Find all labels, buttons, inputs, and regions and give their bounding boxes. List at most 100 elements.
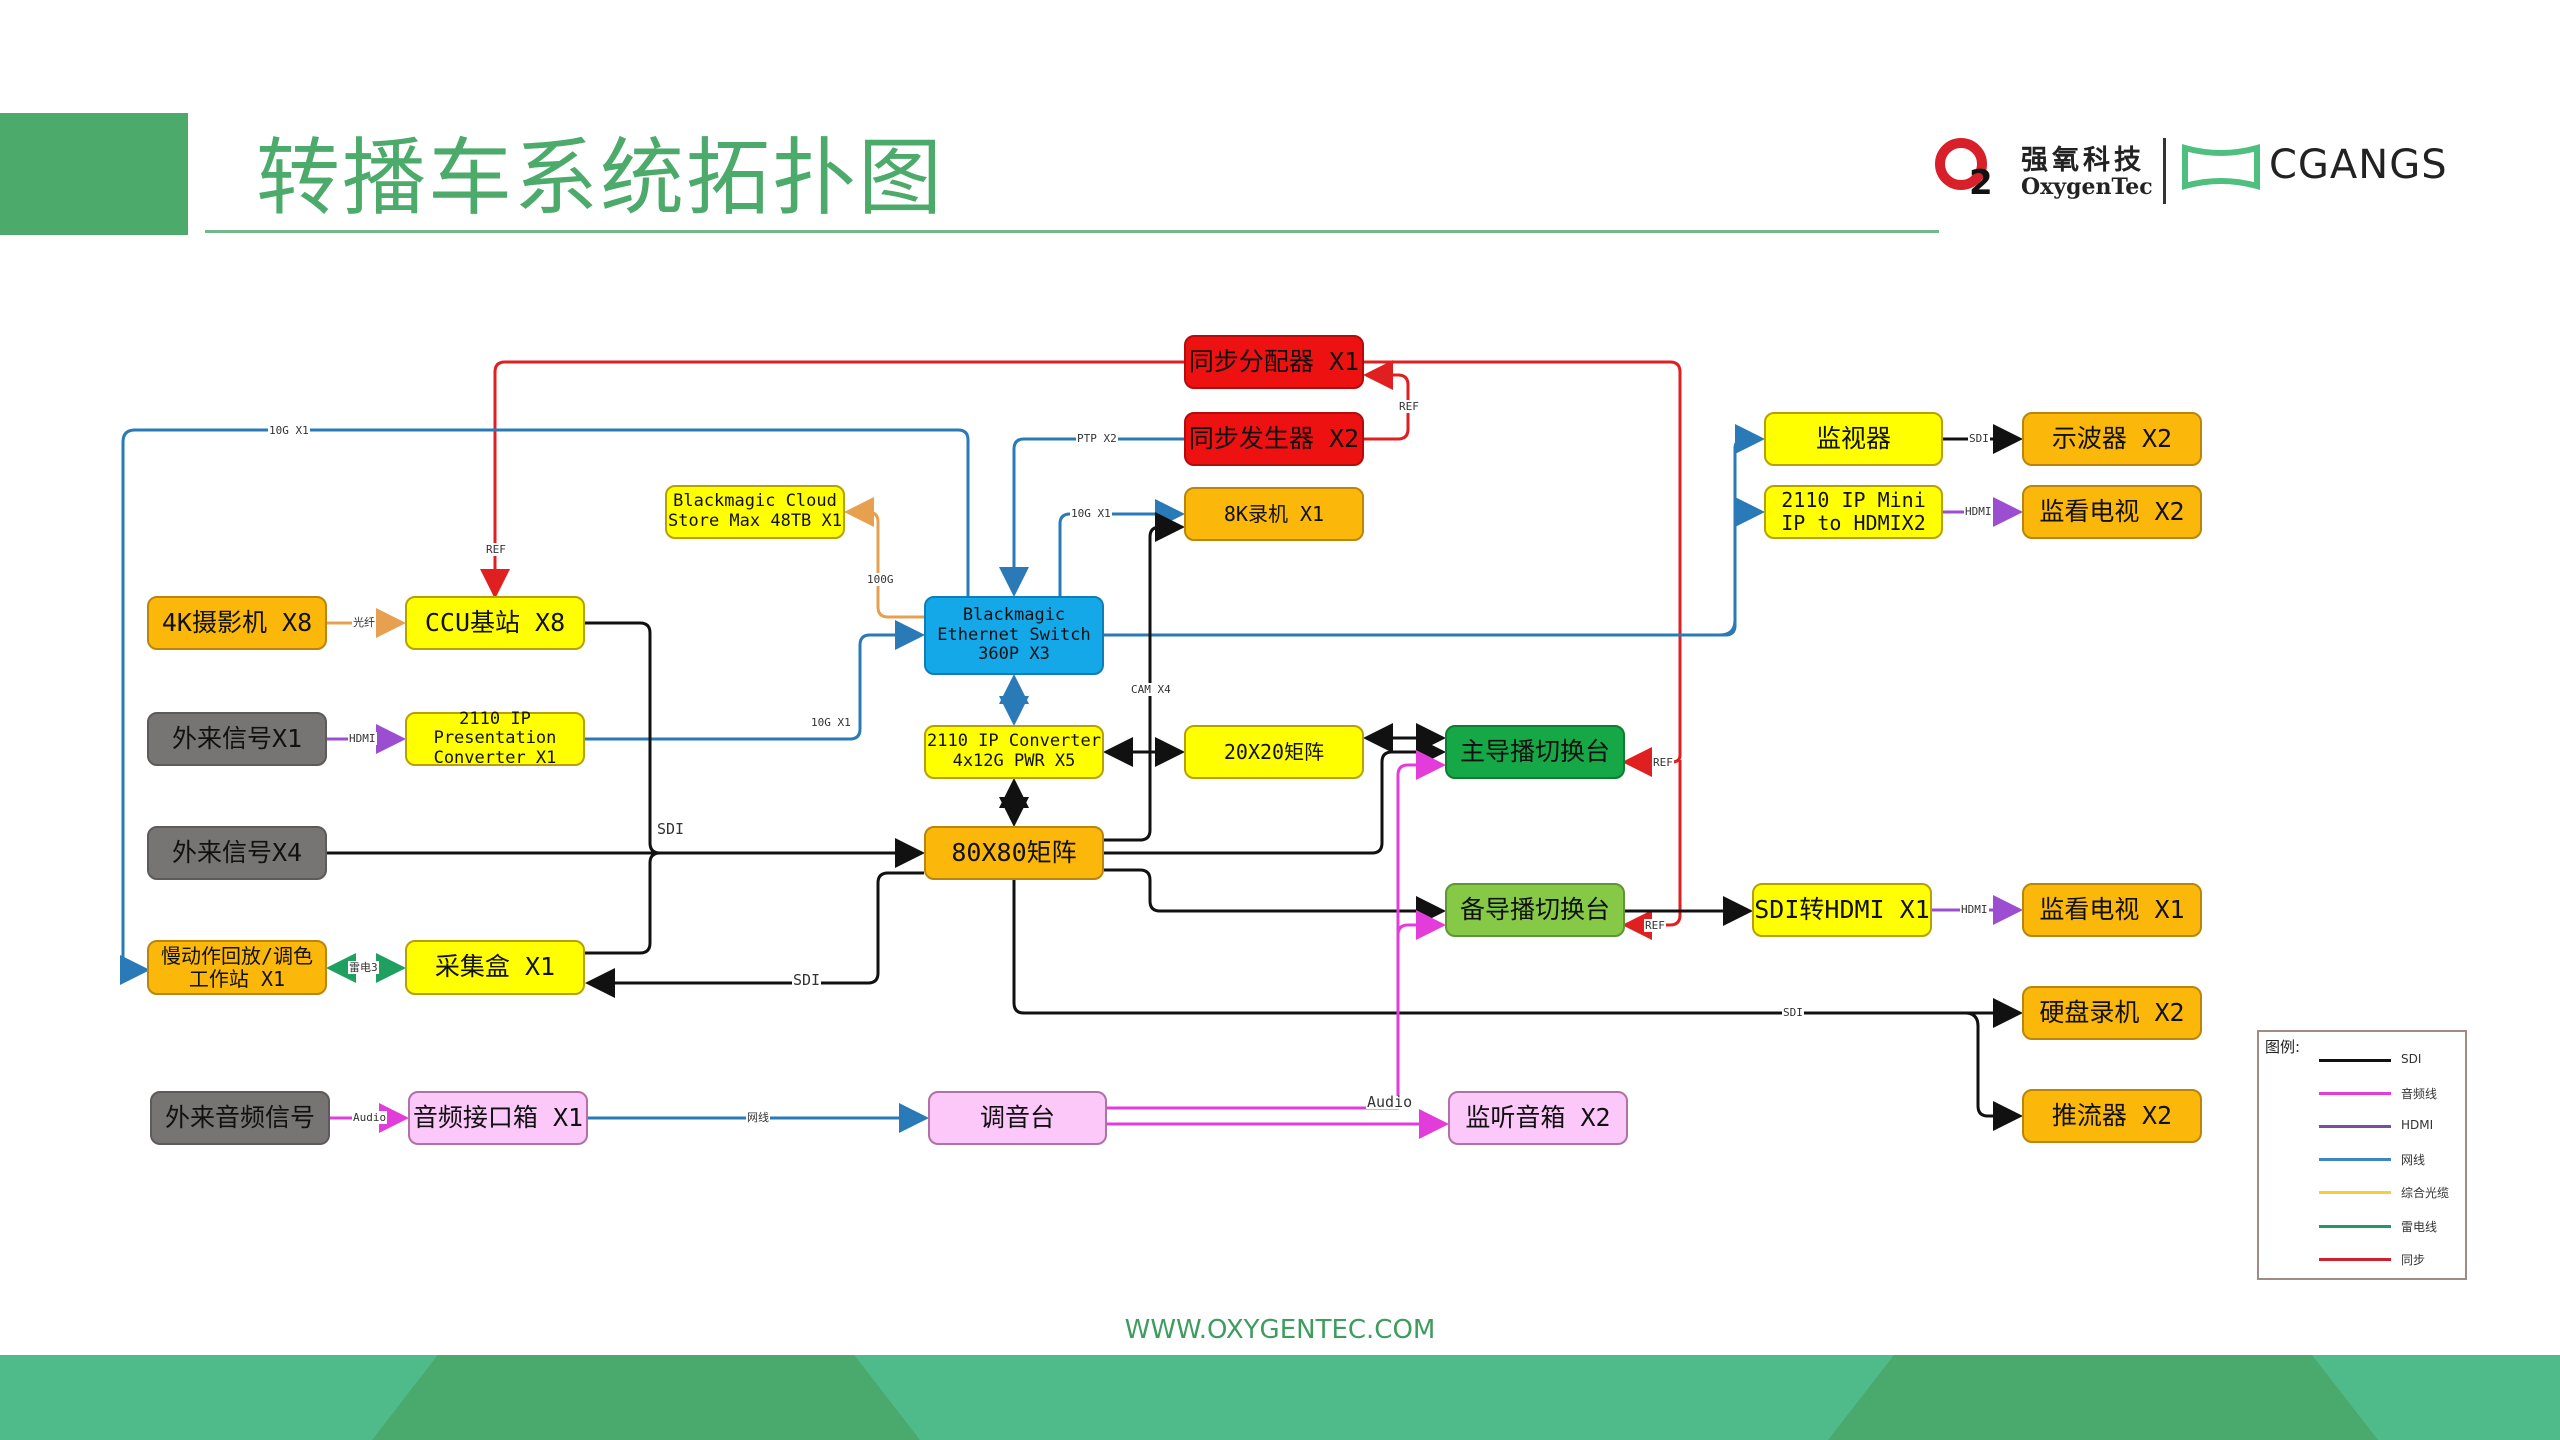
legend-item: 综合光缆 bbox=[2319, 1182, 2459, 1202]
legend-item: 音频线 bbox=[2319, 1083, 2459, 1103]
node-scope: 示波器 X2 bbox=[2022, 412, 2202, 466]
legend-label: 音频线 bbox=[2401, 1087, 2438, 1101]
node-audio-interface: 音频接口箱 X1 bbox=[408, 1091, 588, 1145]
node-ccu: CCU基站 X8 bbox=[405, 596, 585, 650]
label-sdi-capture: SDI bbox=[792, 971, 822, 989]
label-audio-in: Audio bbox=[352, 1111, 388, 1124]
label-sdi-monitor: SDI bbox=[1968, 432, 1990, 445]
node-sdi-to-hdmi: SDI转HDMI X1 bbox=[1752, 883, 1932, 937]
edge-sync-to-ccu bbox=[480, 360, 1184, 599]
edge-matrix-to-main bbox=[1104, 737, 1446, 855]
legend-swatch bbox=[2319, 1191, 2391, 1194]
label-ref-main: REF bbox=[1652, 756, 1674, 769]
node-ip-converter: 2110 IP Converter 4x12G PWR X5 bbox=[924, 725, 1104, 779]
legend: 图例: SDI 音频线 HDMI 网线 综合光缆 雷电线 同步 bbox=[2257, 1030, 2467, 1280]
label-hdmi-in: HDMI bbox=[348, 732, 377, 745]
label-thunderbolt: 雷电3 bbox=[348, 961, 379, 974]
edge-mixer-to-backup bbox=[1396, 910, 1446, 940]
footer-url[interactable]: WWW.OXYGENTEC.COM bbox=[1124, 1315, 1436, 1345]
cgangs-logo-icon bbox=[2182, 144, 2260, 190]
node-external-signal-x1: 外来信号X1 bbox=[147, 712, 327, 766]
edge-switch-to-cloud bbox=[844, 497, 924, 619]
legend-item: 同步 bbox=[2319, 1249, 2459, 1269]
label-ptp: PTP X2 bbox=[1076, 432, 1118, 445]
label-ref-backup: REF bbox=[1644, 919, 1666, 932]
node-disk-recorder: 硬盘录机 X2 bbox=[2022, 986, 2202, 1040]
logo-cgangs-text: CGANGS bbox=[2269, 142, 2448, 188]
footer-band bbox=[0, 1355, 2560, 1440]
label-audio-mixer: Audio bbox=[1366, 1093, 1414, 1111]
node-monitor-tv-x1: 监看电视 X1 bbox=[2022, 883, 2202, 937]
oxygentec-logo-icon: 2 bbox=[1935, 138, 1993, 198]
label-network: 网线 bbox=[746, 1111, 770, 1124]
edge-10g-8k bbox=[1058, 499, 1185, 596]
legend-label: 网线 bbox=[2401, 1153, 2426, 1167]
edge-sync-to-switchers bbox=[1364, 360, 1682, 777]
edge-ipmini bbox=[1719, 497, 1765, 637]
edge-mixer-to-switchers bbox=[1107, 750, 1446, 1110]
logo-cn-text: 强氧科技 bbox=[2021, 145, 2145, 176]
edge-matrix-to-disk bbox=[1012, 880, 2023, 1028]
legend-swatch bbox=[2319, 1092, 2391, 1095]
node-presentation-converter: 2110 IP Presentation Converter X1 bbox=[405, 709, 585, 768]
label-hdmi-mini: HDMI bbox=[1964, 505, 1993, 518]
node-ip-mini: 2110 IP Mini IP to HDMIX2 bbox=[1764, 485, 1943, 539]
node-slowmo-workstation: 慢动作回放/调色 工作站 X1 bbox=[147, 940, 327, 995]
edge-presentation-to-switch bbox=[585, 620, 925, 741]
legend-item: 雷电线 bbox=[2319, 1216, 2459, 1236]
edge-disk-to-streamer bbox=[1964, 1011, 2023, 1131]
footer-decor-shape bbox=[1828, 1355, 2378, 1440]
header-accent-block bbox=[0, 113, 188, 235]
label-sdi-disk: SDI bbox=[1782, 1006, 1804, 1019]
edge-10g-top bbox=[120, 428, 970, 985]
edge-sync-to-backup bbox=[1622, 760, 1682, 940]
node-ethernet-switch: Blackmagic Ethernet Switch 360P X3 bbox=[924, 596, 1104, 675]
company-logo: 2 强氧科技 OxygenTec CGANGS bbox=[1935, 132, 2447, 212]
legend-swatch bbox=[2319, 1125, 2391, 1128]
node-external-audio: 外来音频信号 bbox=[150, 1091, 330, 1145]
node-20x20-matrix: 20X20矩阵 bbox=[1184, 725, 1364, 779]
node-4k-camera: 4K摄影机 X8 bbox=[147, 596, 327, 650]
node-sync-distributor: 同步分配器 X1 bbox=[1184, 335, 1364, 389]
legend-item: SDI bbox=[2319, 1050, 2459, 1070]
node-8k-recorder: 8K录机 X1 bbox=[1184, 487, 1364, 541]
label-cam-x4: CAM X4 bbox=[1130, 683, 1172, 696]
edge-matrix-to-backup bbox=[1104, 868, 1446, 926]
label-fiber: 光纤 bbox=[352, 616, 376, 629]
node-mixer: 调音台 bbox=[928, 1091, 1107, 1145]
node-monitor-speaker: 监听音箱 X2 bbox=[1448, 1091, 1628, 1145]
legend-swatch bbox=[2319, 1225, 2391, 1228]
legend-swatch bbox=[2319, 1258, 2391, 1261]
node-external-signal-x4: 外来信号X4 bbox=[147, 826, 327, 880]
legend-label: 综合光缆 bbox=[2401, 1186, 2450, 1200]
legend-label: HDMI bbox=[2401, 1118, 2434, 1132]
legend-swatch bbox=[2319, 1059, 2391, 1062]
edge-capture-to-matrix bbox=[585, 851, 661, 955]
node-streamer: 推流器 X2 bbox=[2022, 1089, 2202, 1143]
svg-text:2: 2 bbox=[1969, 163, 1993, 198]
label-10g-presentation: 10G X1 bbox=[810, 716, 852, 729]
edge-ptp bbox=[999, 437, 1184, 597]
edge-matrix-to-capture bbox=[585, 871, 924, 998]
node-monitor-tv-x2: 监看电视 X2 bbox=[2022, 485, 2202, 539]
label-sdi-ccu: SDI bbox=[657, 820, 685, 838]
node-80x80-matrix: 80X80矩阵 bbox=[924, 826, 1104, 880]
page-title: 转播车系统拓扑图 bbox=[256, 129, 945, 227]
label-10g-top: 10G X1 bbox=[268, 424, 310, 437]
label-10g-8k: 10G X1 bbox=[1070, 507, 1112, 520]
edge-switch-to-mini bbox=[1700, 437, 1746, 637]
legend-label: 雷电线 bbox=[2401, 1220, 2438, 1234]
label-hdmi-sdi: HDMI bbox=[1960, 903, 1989, 916]
logo-separator bbox=[2163, 138, 2166, 204]
legend-label: SDI bbox=[2401, 1052, 2422, 1066]
node-cloud-store: Blackmagic Cloud Store Max 48TB X1 bbox=[665, 485, 845, 539]
legend-item: 网线 bbox=[2319, 1149, 2459, 1169]
node-main-switcher: 主导播切换台 bbox=[1445, 725, 1625, 779]
node-capture-box: 采集盒 X1 bbox=[405, 940, 585, 995]
legend-label: 同步 bbox=[2401, 1253, 2426, 1267]
node-sync-generator: 同步发生器 X2 bbox=[1184, 412, 1364, 466]
legend-swatch bbox=[2319, 1158, 2391, 1161]
title-divider bbox=[205, 230, 1939, 233]
footer-decor-shape bbox=[372, 1355, 920, 1440]
